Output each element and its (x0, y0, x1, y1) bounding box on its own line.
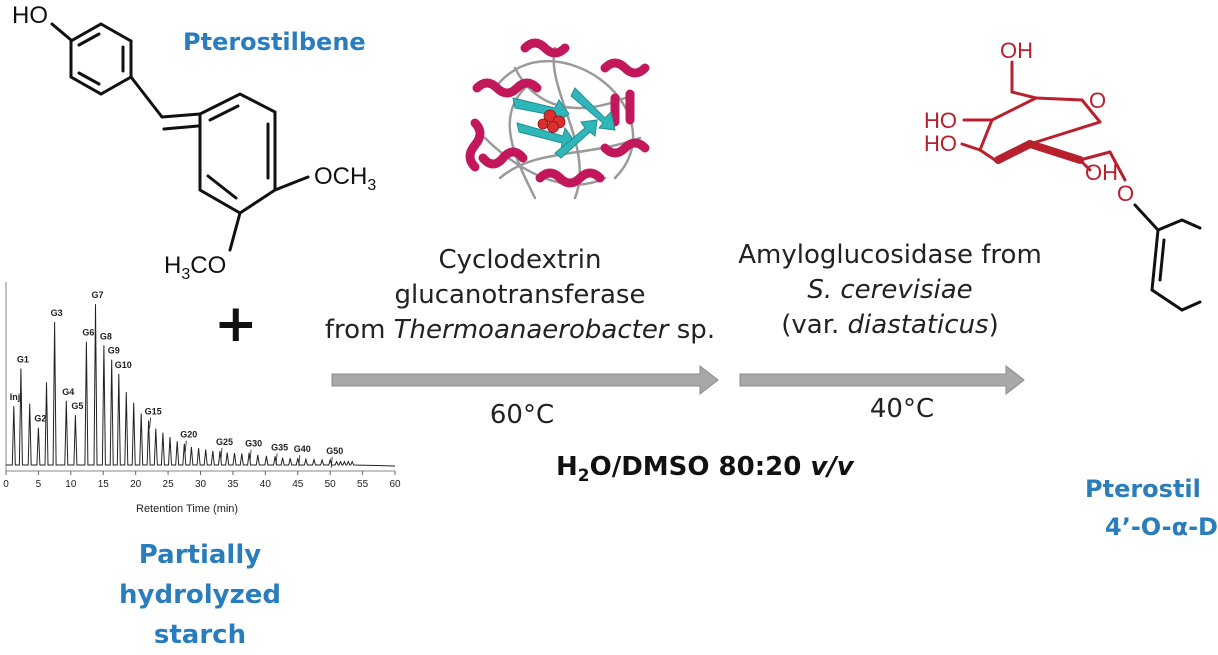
peak-marker-arrow (184, 440, 187, 452)
oh-top-label: OH (1000, 38, 1033, 63)
x-tick-label: 35 (227, 479, 239, 490)
x-tick-label: 40 (260, 479, 272, 490)
peak-label: Inj (10, 392, 20, 402)
step1-enzyme-text: Cyclodextrin glucanotransferase from The… (324, 245, 716, 345)
och3-label: OCH3 (314, 163, 377, 194)
ho-label-2: HO (924, 131, 957, 156)
plus-sign: + (214, 294, 258, 354)
step2-enzyme-text: Amyloglucosidase from S. cerevisiae (var… (738, 240, 1042, 340)
peak-marker-arrow (249, 449, 252, 461)
chromatogram-trace (6, 304, 396, 467)
peak-label: G20 (180, 430, 197, 440)
peak-label: G50 (326, 446, 343, 456)
peak-label: G1 (17, 355, 29, 365)
pterostilbene-structure (50, 22, 310, 252)
peak-label: G5 (71, 401, 83, 411)
x-tick-label: 20 (130, 479, 142, 490)
pterostilbene-title: Pterostilbene (183, 28, 366, 56)
peak-label: G3 (51, 308, 63, 318)
peak-label: G25 (216, 437, 233, 447)
peak-label: G7 (92, 290, 104, 300)
step1-temperature: 60°C (489, 400, 555, 430)
x-tick-label: 25 (163, 479, 175, 490)
ring-oxygen-label: O (1089, 88, 1107, 113)
x-tick-label: 45 (292, 479, 304, 490)
product-title: Pterostil 4’-O-α-D (1085, 475, 1218, 541)
peak-label: G8 (100, 331, 112, 341)
starch-title: Partially hydrolyzed starch (119, 540, 281, 650)
x-axis-label: Retention Time (min) (136, 503, 239, 515)
enzyme-structure (465, 38, 650, 200)
peak-marker-arrow (275, 453, 278, 465)
solvent-label: H2O/DMSO 80:20 v/v (556, 452, 854, 487)
x-tick-label: 0 (3, 479, 9, 490)
ho-label: HO (12, 2, 48, 29)
ho-label-1: HO (924, 108, 957, 133)
x-tick-label: 55 (357, 479, 369, 490)
peak-label: G2 (34, 414, 46, 424)
x-tick-label: 10 (65, 479, 77, 490)
peak-marker-arrow (149, 417, 151, 429)
peak-label: G6 (82, 328, 94, 338)
x-tick-label: 60 (389, 479, 401, 490)
peak-label: G40 (294, 444, 311, 454)
peak-label: G4 (62, 387, 74, 397)
oh-label-3: OH (1085, 160, 1118, 185)
x-tick-label: 50 (325, 479, 337, 490)
peak-label: G10 (115, 360, 132, 370)
linking-oxygen-label: O (1117, 181, 1135, 206)
step2-arrow (739, 364, 1025, 396)
peak-marker-arrow (298, 455, 301, 467)
step1-arrow (331, 364, 719, 396)
peak-label: G15 (145, 407, 162, 417)
h3co-label: H3CO (164, 252, 227, 283)
step2-temperature: 40°C (869, 394, 935, 424)
x-tick-label: 30 (195, 479, 207, 490)
peak-label: G9 (108, 346, 120, 356)
x-tick-label: 15 (98, 479, 110, 490)
peak-marker-arrow (220, 447, 223, 459)
glucoside-structure (960, 60, 1202, 312)
peak-label: G35 (271, 442, 288, 452)
peak-label: G30 (245, 439, 262, 449)
peak-marker-arrow (330, 456, 333, 468)
x-tick-label: 5 (36, 479, 42, 490)
